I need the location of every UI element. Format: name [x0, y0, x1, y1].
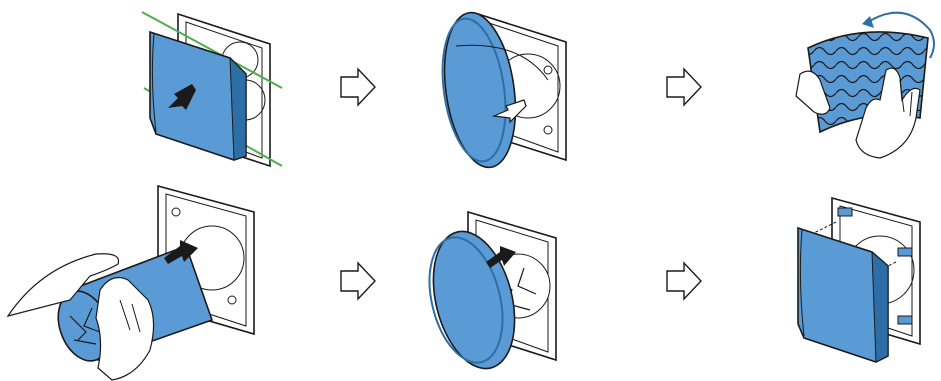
step-5-close-frame: [428, 210, 557, 370]
mounting-clips: [811, 207, 913, 325]
filter-frame-open: [441, 11, 549, 169]
right-hand: [855, 67, 921, 159]
front-cover: [149, 30, 247, 161]
left-hand: [6, 253, 120, 317]
front-cover: [797, 226, 889, 363]
outline-right-arrow-icon: [340, 261, 376, 301]
left-hand: [795, 70, 831, 115]
step-6-reattach-cover: [797, 196, 921, 363]
step-4-insert-filter: [6, 184, 255, 381]
right-hand: [95, 277, 155, 381]
step-2-open-frame: [441, 11, 567, 169]
outline-right-arrow-icon: [340, 67, 376, 107]
push-arrow-icon: [164, 240, 198, 264]
curved-arrow-icon: [862, 11, 935, 59]
outline-right-arrow-icon: [666, 261, 702, 301]
push-arrow-icon: [486, 246, 516, 268]
filter-frame-closing: [428, 230, 516, 370]
step-3-unroll-filter: [795, 11, 935, 159]
step-1-remove-cover: [141, 11, 283, 168]
outline-right-arrow-icon: [666, 67, 702, 107]
pull-arrow-icon: [491, 99, 527, 124]
pull-arrow-icon: [168, 84, 196, 110]
